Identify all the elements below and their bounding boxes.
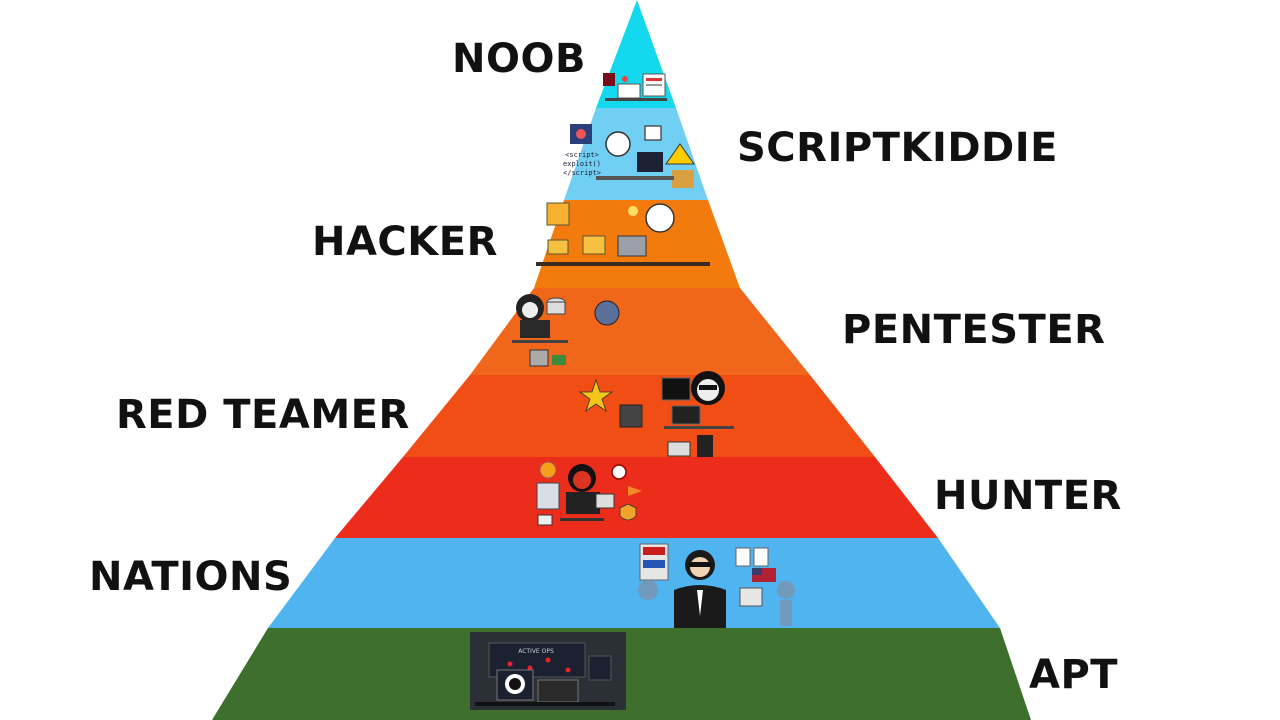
tier-band-nations <box>268 538 1000 628</box>
tier-label-red-teamer: RED TEAMER <box>116 392 410 438</box>
hooded-pentester-icon <box>512 294 620 367</box>
tier-label-hacker: HACKER <box>312 219 498 265</box>
tier-label-scriptkiddie: SCRIPTKIDDIE <box>737 125 1058 171</box>
tier-label-nations: NATIONS <box>89 554 293 600</box>
hacker-desk-icon <box>536 202 710 266</box>
svg-text:</script>: </script> <box>563 169 601 177</box>
script-kiddie-desk-icon: <script> exploit() </script> <box>563 124 695 188</box>
active-ops-center-icon: ACTIVE OPS <box>470 632 626 710</box>
svg-text:exploit(): exploit() <box>563 160 601 168</box>
tier-label-pentester: PENTESTER <box>842 307 1106 353</box>
government-agent-icon <box>638 543 795 628</box>
beginner-desk-icon <box>603 73 667 101</box>
sunglasses-red-teamer-icon <box>578 371 734 457</box>
tier-label-hunter: HUNTER <box>934 473 1122 519</box>
tier-band-hunter <box>335 457 938 538</box>
bounty-hunter-icon <box>536 461 642 526</box>
tier-label-apt: APT <box>1029 652 1119 698</box>
tier-label-noob: NOOB <box>452 36 586 82</box>
svg-text:<script>: <script> <box>565 151 599 159</box>
apt-screen-title: ACTIVE OPS <box>518 648 554 655</box>
